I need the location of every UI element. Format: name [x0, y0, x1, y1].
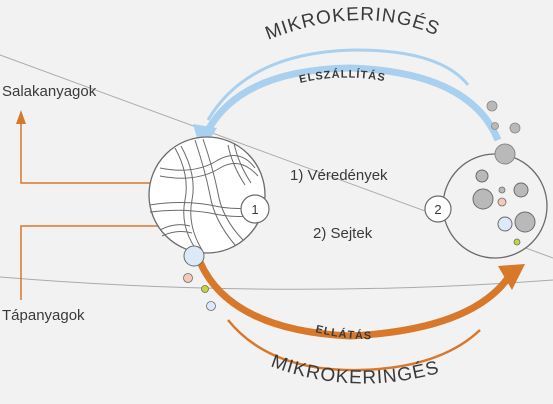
cell	[486, 100, 498, 112]
cell	[497, 216, 513, 232]
cell	[497, 197, 507, 207]
number-1: 1	[251, 202, 258, 217]
cell	[183, 245, 205, 267]
number-badge-1	[240, 194, 270, 224]
supply-arrow	[196, 260, 511, 340]
cells-label: 2) Sejtek	[313, 225, 373, 242]
waste-label: Salakanyagok	[2, 83, 97, 100]
cell	[498, 186, 506, 194]
microcirculation-top-label: MIKROKERINGÉS	[263, 4, 443, 44]
cell	[494, 143, 516, 165]
supply-arrow-outer	[227, 319, 481, 372]
cell	[491, 122, 499, 130]
supply-label: ELLÁTÁS	[314, 323, 372, 342]
cell	[513, 182, 529, 198]
waste-arrow	[20, 122, 190, 184]
cell	[475, 169, 489, 183]
cells-circle: 2	[424, 153, 548, 259]
cell	[509, 122, 521, 134]
nutrients-arrow	[20, 225, 180, 300]
cell	[201, 285, 209, 293]
microcirculation-bottom-label: MIKROKERINGÉS	[268, 351, 441, 389]
cell	[514, 211, 536, 233]
number-2: 2	[434, 202, 441, 217]
vessels-circle: 1	[148, 136, 270, 254]
cell	[472, 188, 494, 210]
supply-arrowhead	[498, 264, 525, 290]
cell	[183, 273, 193, 283]
number-badge-2	[424, 195, 452, 223]
cell	[206, 301, 216, 311]
transport-arrow	[203, 64, 502, 142]
transport-label: ELSZÁLLÍTÁS	[298, 68, 386, 86]
nutrients-label: Tápanyagok	[2, 307, 85, 324]
transport-arrow-outer	[206, 48, 470, 121]
cell	[513, 238, 521, 246]
waste-arrowhead	[16, 110, 26, 124]
vessels-label: 1) Véredények	[290, 167, 388, 184]
guide-line-lower	[0, 276, 553, 290]
